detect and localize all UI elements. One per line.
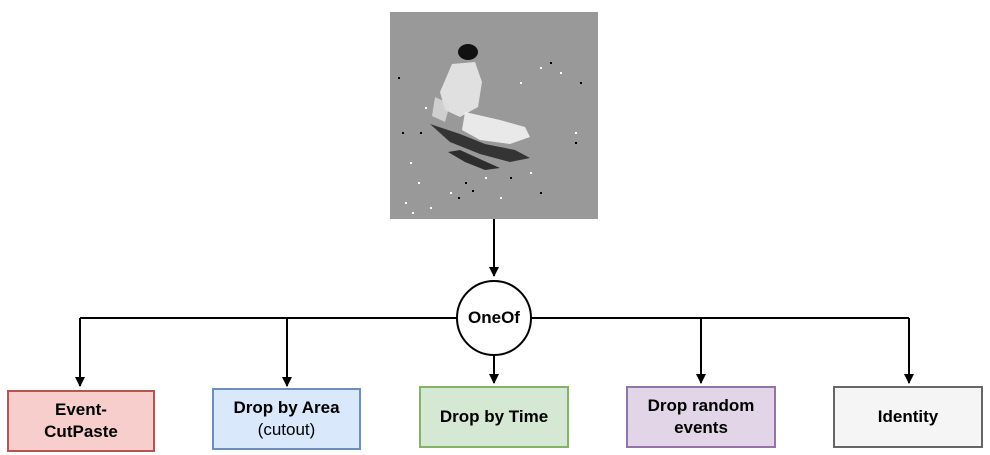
identity-label: Identity bbox=[877, 407, 939, 426]
oneof-node: OneOf bbox=[456, 280, 532, 356]
drop-by-time-box: Drop by Time bbox=[419, 386, 569, 448]
event-cutpaste-box: Event- CutPaste bbox=[7, 390, 155, 452]
event-cutpaste-line2: CutPaste bbox=[44, 422, 118, 441]
event-cutpaste-line1: Event- bbox=[55, 400, 107, 419]
oneof-label: OneOf bbox=[468, 308, 520, 327]
drop-by-time-label: Drop by Time bbox=[439, 407, 549, 426]
drop-by-area-box: Drop by Area (cutout) bbox=[212, 388, 361, 450]
identity-box: Identity bbox=[833, 386, 983, 448]
drop-by-area-line2: (cutout) bbox=[257, 420, 316, 439]
event-frame-image bbox=[390, 12, 598, 219]
drop-random-events-box: Drop random events bbox=[626, 386, 776, 448]
drop-random-events-line1: Drop random bbox=[647, 396, 755, 415]
drop-by-area-line1: Drop by Area bbox=[233, 398, 340, 417]
drop-random-events-line2: events bbox=[674, 418, 728, 437]
